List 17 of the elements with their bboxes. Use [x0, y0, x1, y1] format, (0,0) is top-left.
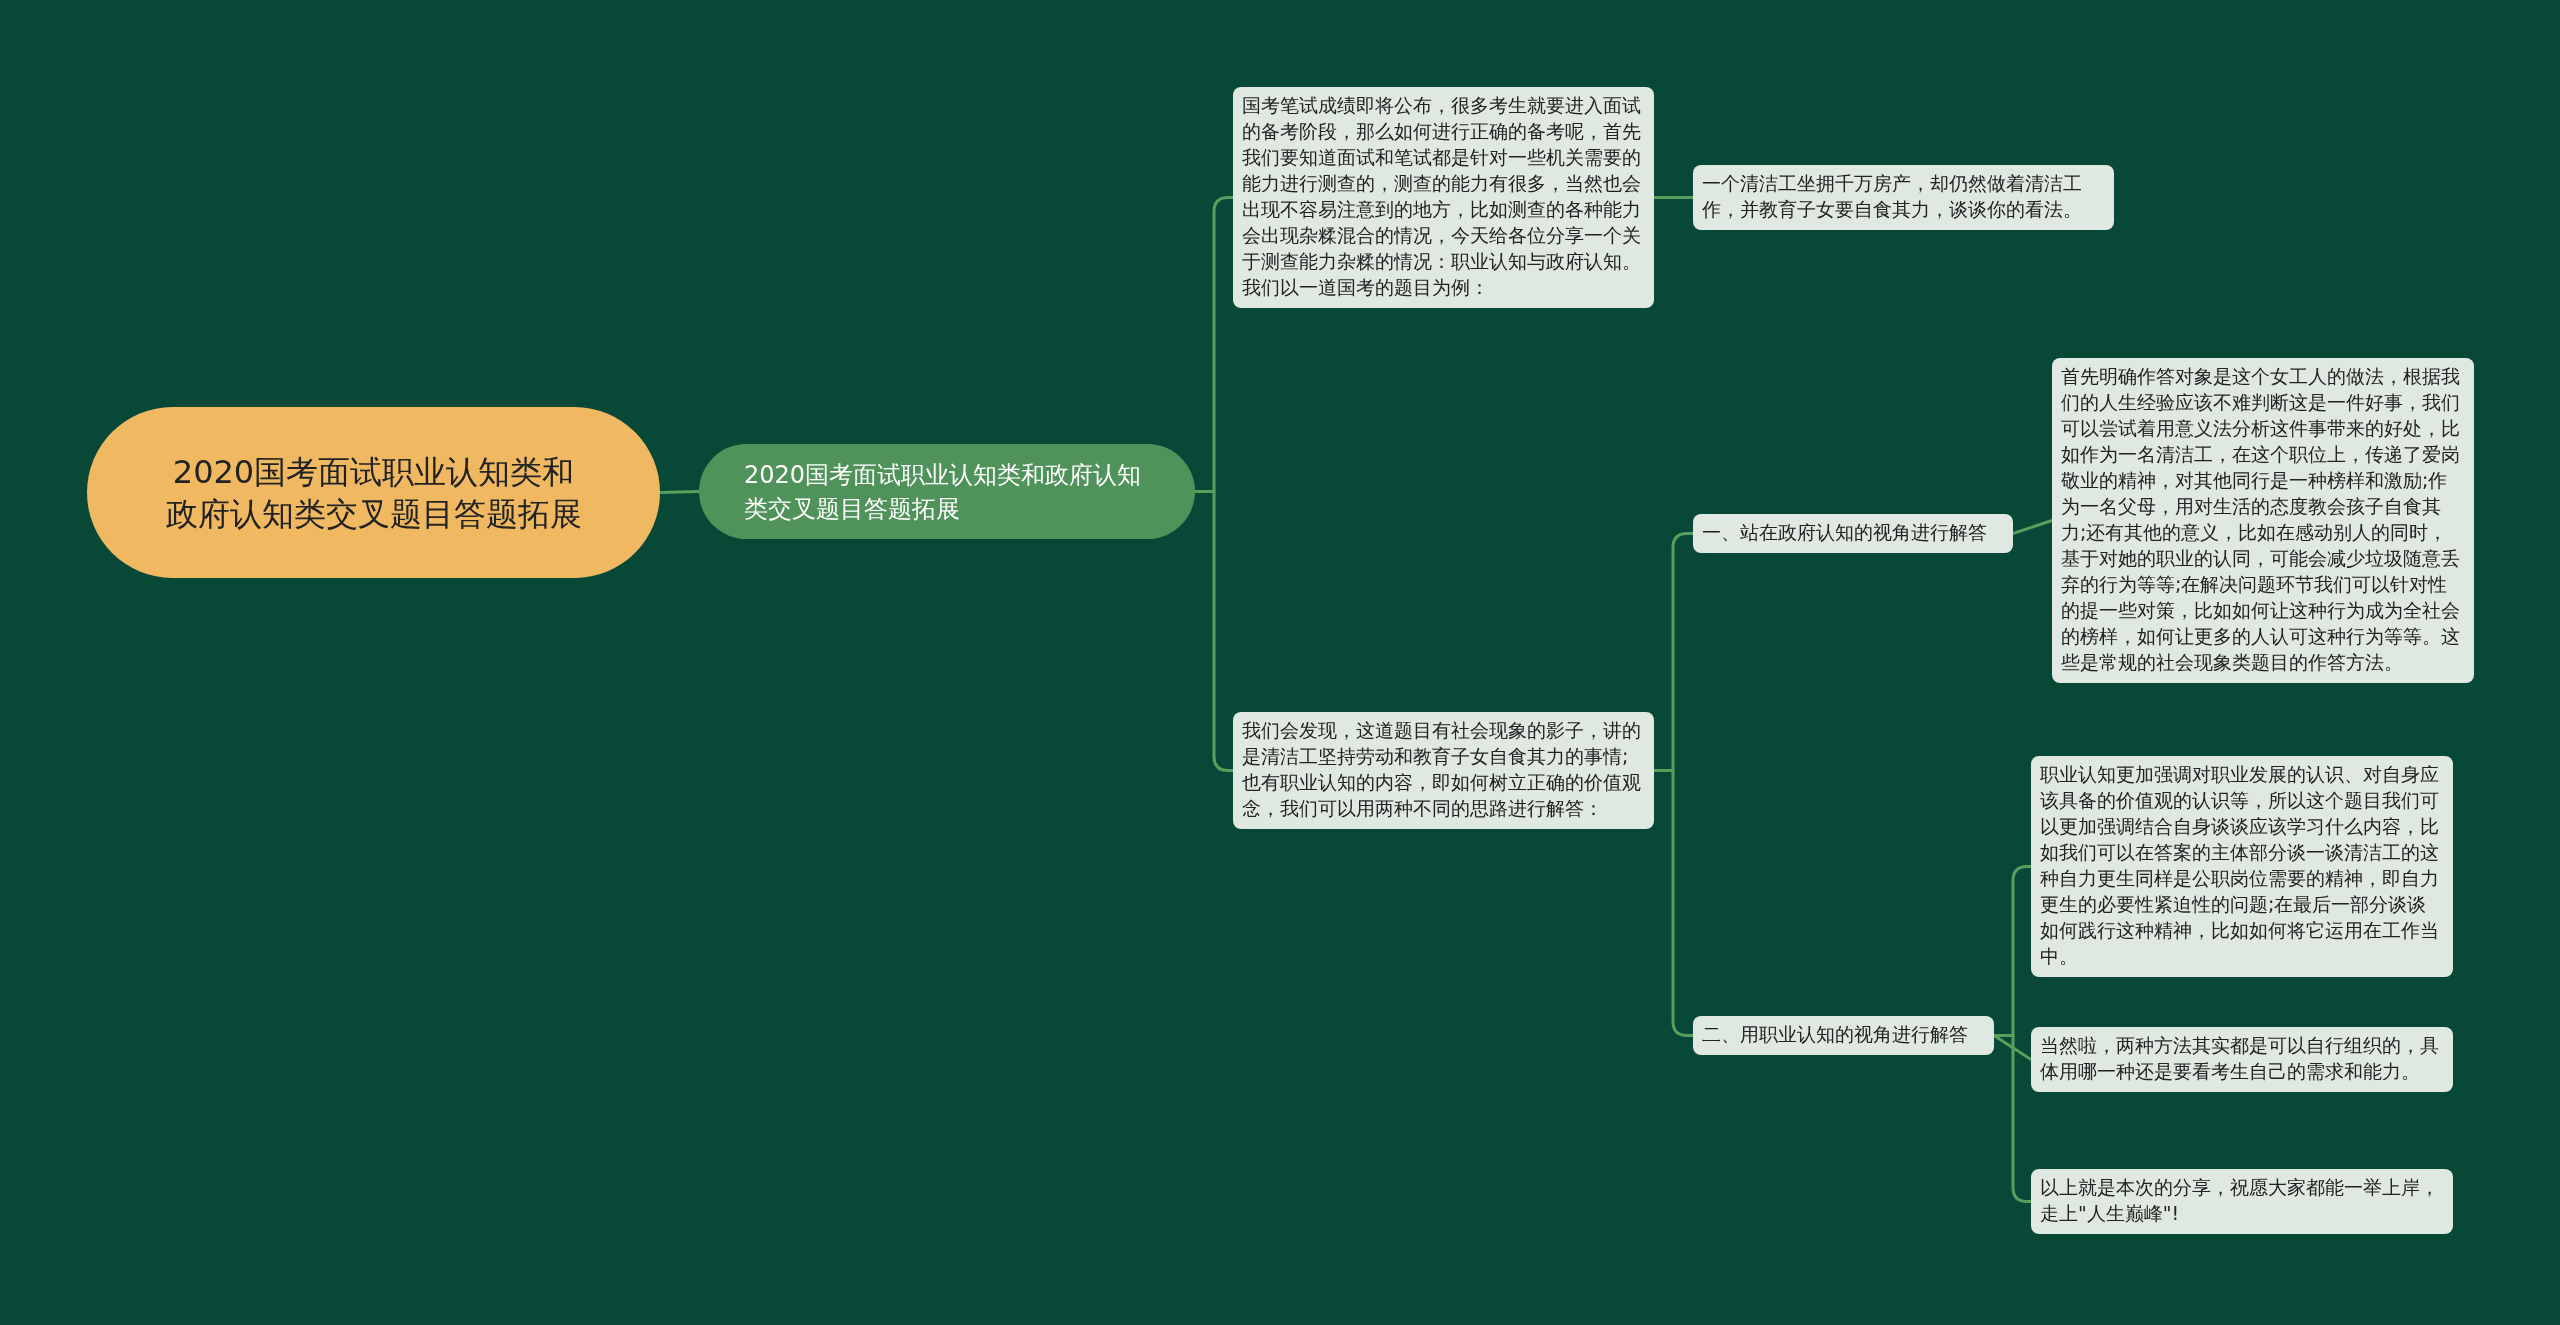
- connector-line: [2012, 519, 2053, 535]
- topic-box: 首先明确作答对象是这个女工人的做法，根据我们的人生经验应该不难判断这是一件好事，我们可以尝试着用意义法分析这件事带来的好处，比如作为一名清洁工，在这个职位上，传递了爱岗敬业的精神，对其他同行是一种榜样和激励;作为一名父母，用对生活的态度教会孩子自食其力;还有其他的意义，比如在感动别人的同时，基于对她的职业的认同，可能会减少垃圾随意丢弃的行为等等;在解决问题环节我们可以针对性的提一些对策，比如如何让这种行为成为全社会的榜样，如何让更多的人认可这种行为等等。这些是常规的社会现象类题目的作答方法。: [2052, 358, 2474, 683]
- topic-box: 国考笔试成绩即将公布，很多考生就要进入面试的备考阶段，那么如何进行正确的备考呢，首先我们要知道面试和笔试都是针对一些机关需要的能力进行测查的，测查的能力有很多，当然也会出现不容易注意到的地方，比如测查的各种能力会出现杂糅混合的情况，今天给各位分享一个关于测查能力杂糅的情况：职业认知与政府认知。我们以一道国考的题目为例：: [1233, 87, 1654, 308]
- topic-box: 职业认知更加强调对职业发展的认识、对自身应该具备的价值观的认识等，所以这个题目我们可以更加强调结合自身谈谈应该学习什么内容，比如我们可以在答案的主体部分谈一谈清洁工的这种自力更生同样是公职岗位需要的精神，即自力更生的必要性紧迫性的问题;在最后一部分谈谈如何践行这种精神，比如如何将它运用在工作当中。: [2031, 756, 2453, 977]
- connector-line: [659, 490, 700, 494]
- connector-line: [1993, 1034, 2032, 1061]
- topic-box: 我们会发现，这道题目有社会现象的影子，讲的是清洁工坚持劳动和教育子女自食其力的事情;也有职业认知的内容，即如何树立正确的价值观念，我们可以用两种不同的思路进行解答：: [1233, 712, 1654, 829]
- topic-pill: 2020国考面试职业认知类和政府认知类交叉题目答题拓展: [699, 444, 1195, 539]
- topic-pill: 2020国考面试职业认知类和政府认知类交叉题目答题拓展: [87, 407, 660, 578]
- topic-box: 当然啦，两种方法其实都是可以自行组织的，具体用哪一种还是要看考生自己的需求和能力。: [2031, 1027, 2453, 1092]
- topic-box: 以上就是本次的分享，祝愿大家都能一举上岸，走上"人生巅峰"!: [2031, 1169, 2453, 1234]
- topic-box: 一个清洁工坐拥千万房产，却仍然做着清洁工作，并教育子女要自食其力，谈谈你的看法。: [1693, 165, 2114, 230]
- connector-line: [1195, 490, 1233, 772]
- connector-line: [1654, 769, 1693, 1037]
- topic-box: 二、用职业认知的视角进行解答: [1693, 1016, 1994, 1055]
- topic-box: 一、站在政府认知的视角进行解答: [1693, 514, 2013, 553]
- connector-line: [1654, 196, 1693, 199]
